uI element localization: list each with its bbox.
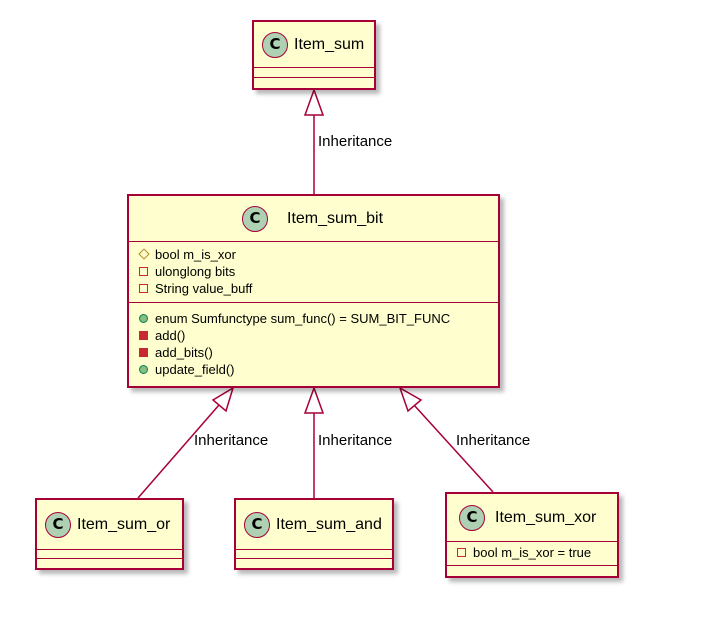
class-header: C Item_sum_or <box>37 500 182 550</box>
protected-visibility-icon <box>138 248 150 260</box>
methods-compartment <box>254 78 374 88</box>
private-visibility-icon <box>139 267 148 276</box>
class-header: C Item_sum_bit <box>129 196 498 242</box>
method-text: add_bits() <box>155 345 213 360</box>
edge-or-to-bit-arrowhead <box>211 386 235 413</box>
methods-compartment <box>447 566 617 575</box>
fields-compartment: bool m_is_xor = true <box>447 542 617 566</box>
method-text: update_field() <box>155 362 235 377</box>
method-member: add_bits() <box>129 344 498 361</box>
field-member: bool m_is_xor <box>129 246 498 263</box>
fields-compartment <box>37 550 182 559</box>
public-visibility-icon <box>139 365 148 374</box>
field-member: bool m_is_xor = true <box>447 544 617 561</box>
class-header: C Item_sum_and <box>236 500 392 550</box>
method-text: enum Sumfunctype sum_func() = SUM_BIT_FU… <box>155 311 451 326</box>
class-item-sum-bit: C Item_sum_bit bool m_is_xor ulonglong b… <box>127 194 500 388</box>
field-text: bool m_is_xor <box>155 247 236 262</box>
field-member: String value_buff <box>129 280 498 297</box>
edge-label-bit-to-sum: Inheritance <box>318 133 393 150</box>
class-stereotype-icon: C <box>45 511 71 538</box>
method-member: enum Sumfunctype sum_func() = SUM_BIT_FU… <box>129 310 498 327</box>
class-header: C Item_sum <box>254 22 374 68</box>
class-name: Item_sum_or <box>77 515 171 533</box>
private-visibility-icon <box>139 331 148 340</box>
fields-compartment <box>254 68 374 78</box>
edge-label-and-to-bit: Inheritance <box>318 432 393 449</box>
class-item-sum: C Item_sum <box>252 20 376 90</box>
method-text: add() <box>155 328 186 343</box>
public-visibility-icon <box>139 314 148 323</box>
private-visibility-icon <box>139 284 148 293</box>
edge-xor-to-bit-line <box>413 404 494 493</box>
fields-compartment: bool m_is_xor ulonglong bits String valu… <box>129 242 498 303</box>
edge-bit-to-sum-arrowhead <box>303 87 325 116</box>
class-item-sum-and: C Item_sum_and <box>234 498 394 570</box>
class-name: Item_sum_bit <box>287 209 384 227</box>
field-member: ulonglong bits <box>129 263 498 280</box>
field-text: bool m_is_xor = true <box>473 545 592 560</box>
class-stereotype-icon: C <box>242 205 268 232</box>
method-member: add() <box>129 327 498 344</box>
edge-and-to-bit-arrowhead <box>303 385 325 414</box>
edge-label-or-to-bit: Inheritance <box>194 432 269 449</box>
methods-compartment <box>37 559 182 568</box>
class-name: Item_sum <box>294 35 365 53</box>
class-item-sum-xor: C Item_sum_xor bool m_is_xor = true <box>445 492 619 578</box>
edge-xor-to-bit-arrowhead <box>398 386 423 413</box>
class-stereotype-icon: C <box>262 31 288 58</box>
fields-compartment <box>236 550 392 559</box>
field-text: String value_buff <box>155 281 253 296</box>
private-visibility-icon <box>139 348 148 357</box>
edge-or-to-bit-line <box>137 404 220 499</box>
class-stereotype-icon: C <box>459 504 485 531</box>
methods-compartment: enum Sumfunctype sum_func() = SUM_BIT_FU… <box>129 303 498 382</box>
class-header: C Item_sum_xor <box>447 494 617 542</box>
class-stereotype-icon: C <box>244 511 270 538</box>
method-member: update_field() <box>129 361 498 378</box>
edge-label-xor-to-bit: Inheritance <box>456 432 531 449</box>
class-name: Item_sum_xor <box>495 508 597 526</box>
private-visibility-icon <box>457 548 466 557</box>
field-text: ulonglong bits <box>155 264 236 279</box>
methods-compartment <box>236 559 392 568</box>
class-item-sum-or: C Item_sum_or <box>35 498 184 570</box>
class-name: Item_sum_and <box>276 515 382 533</box>
